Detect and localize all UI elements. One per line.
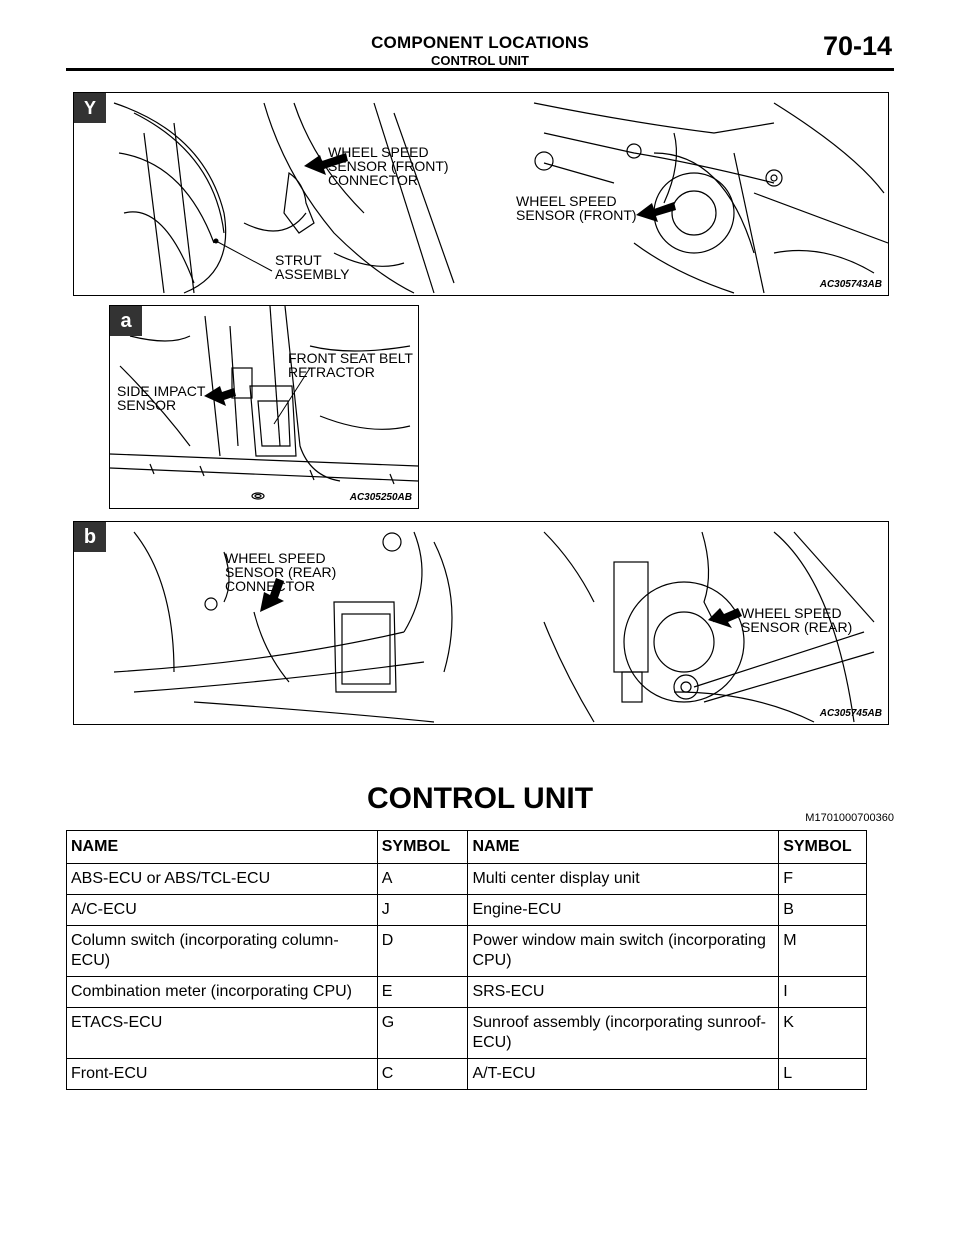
cell-name: ETACS-ECU xyxy=(66,1007,378,1059)
callout-wss-rear: WHEEL SPEED SENSOR (REAR) xyxy=(741,605,853,635)
header-rule xyxy=(66,68,894,71)
figure-b-code: AC305745AB xyxy=(819,708,882,719)
figure-b-illustration xyxy=(113,531,875,723)
figure-y: Y WHEEL SPEED SENSOR (FRONT) CONNECTOR S… xyxy=(73,92,889,296)
header-title: COMPONENT LOCATIONS xyxy=(371,33,589,52)
cell-symbol: F xyxy=(778,863,867,895)
table-row: A/C-ECU J Engine-ECU B xyxy=(66,894,867,926)
cell-name: Power window main switch (incorporating … xyxy=(467,925,780,977)
cell-symbol: L xyxy=(778,1058,867,1090)
callout-wss-rear-connector: WHEEL SPEED SENSOR (REAR) CONNECTOR xyxy=(225,550,337,594)
cell-name: Multi center display unit xyxy=(467,863,780,895)
callout-side-impact-sensor: SIDE IMPACT SENSOR xyxy=(117,383,206,413)
figure-a-tag: a xyxy=(110,306,142,336)
table-row: Front-ECU C A/T-ECU L xyxy=(66,1058,867,1090)
cell-name: Engine-ECU xyxy=(467,894,780,926)
callout-wss-front: WHEEL SPEED SENSOR (FRONT) xyxy=(516,193,637,223)
table-row: ETACS-ECU G Sunroof assembly (incorporat… xyxy=(66,1007,867,1059)
cell-symbol: I xyxy=(778,976,867,1008)
cell-symbol: K xyxy=(778,1007,867,1059)
page-number: 70-14 xyxy=(822,31,892,61)
section-id: M1701000700360 xyxy=(805,812,894,824)
section-title: CONTROL UNIT xyxy=(366,782,594,815)
cell-symbol: M xyxy=(778,925,867,977)
cell-name: A/T-ECU xyxy=(467,1058,780,1090)
table-header-row: NAME SYMBOL NAME SYMBOL xyxy=(66,830,867,864)
header-name: NAME xyxy=(66,830,378,864)
cell-name: Column switch (incorporating column-ECU) xyxy=(66,925,378,977)
figure-a-code: AC305250AB xyxy=(349,492,412,503)
cell-name: ABS-ECU or ABS/TCL-ECU xyxy=(66,863,378,895)
callout-strut-assembly: STRUT ASSEMBLY xyxy=(275,252,350,282)
callout-front-seat-belt-retractor: FRONT SEAT BELT RETRACTOR xyxy=(288,350,413,380)
cell-name: Front-ECU xyxy=(66,1058,378,1090)
table-row: Combination meter (incorporating CPU) E … xyxy=(66,976,867,1008)
cell-name: SRS-ECU xyxy=(467,976,780,1008)
figure-a-illustration xyxy=(110,306,418,500)
header-name: NAME xyxy=(467,830,780,864)
cell-symbol: C xyxy=(376,1058,469,1090)
header-symbol: SYMBOL xyxy=(778,830,867,864)
figure-b-tag: b xyxy=(74,522,106,552)
callout-wss-front-connector: WHEEL SPEED SENSOR (FRONT) CONNECTOR xyxy=(328,144,449,188)
cell-name: A/C-ECU xyxy=(66,894,378,926)
cell-symbol: G xyxy=(376,1007,469,1059)
cell-symbol: A xyxy=(376,863,469,895)
cell-symbol: E xyxy=(376,976,469,1008)
header-subtitle: CONTROL UNIT xyxy=(431,53,529,68)
header-symbol: SYMBOL xyxy=(376,830,469,864)
control-unit-table: NAME SYMBOL NAME SYMBOL ABS-ECU or ABS/T… xyxy=(66,830,867,1090)
cell-symbol: B xyxy=(778,894,867,926)
figure-a: a FRONT SEAT BELT RETRACTOR SIDE IMPACT … xyxy=(109,305,419,509)
figure-y-code: AC305743AB xyxy=(819,279,882,290)
table-row: ABS-ECU or ABS/TCL-ECU A Multi center di… xyxy=(66,863,867,895)
figure-y-illustration xyxy=(113,102,888,294)
cell-symbol: D xyxy=(376,925,469,977)
cell-name: Sunroof assembly (incorporating sunroof-… xyxy=(467,1007,780,1059)
cell-symbol: J xyxy=(376,894,469,926)
figure-b: b WHEEL SPEED SENSOR (REAR) CONNECTOR WH… xyxy=(73,521,889,725)
figure-y-tag: Y xyxy=(74,93,106,123)
table-row: Column switch (incorporating column-ECU)… xyxy=(66,925,867,977)
cell-name: Combination meter (incorporating CPU) xyxy=(66,976,378,1008)
